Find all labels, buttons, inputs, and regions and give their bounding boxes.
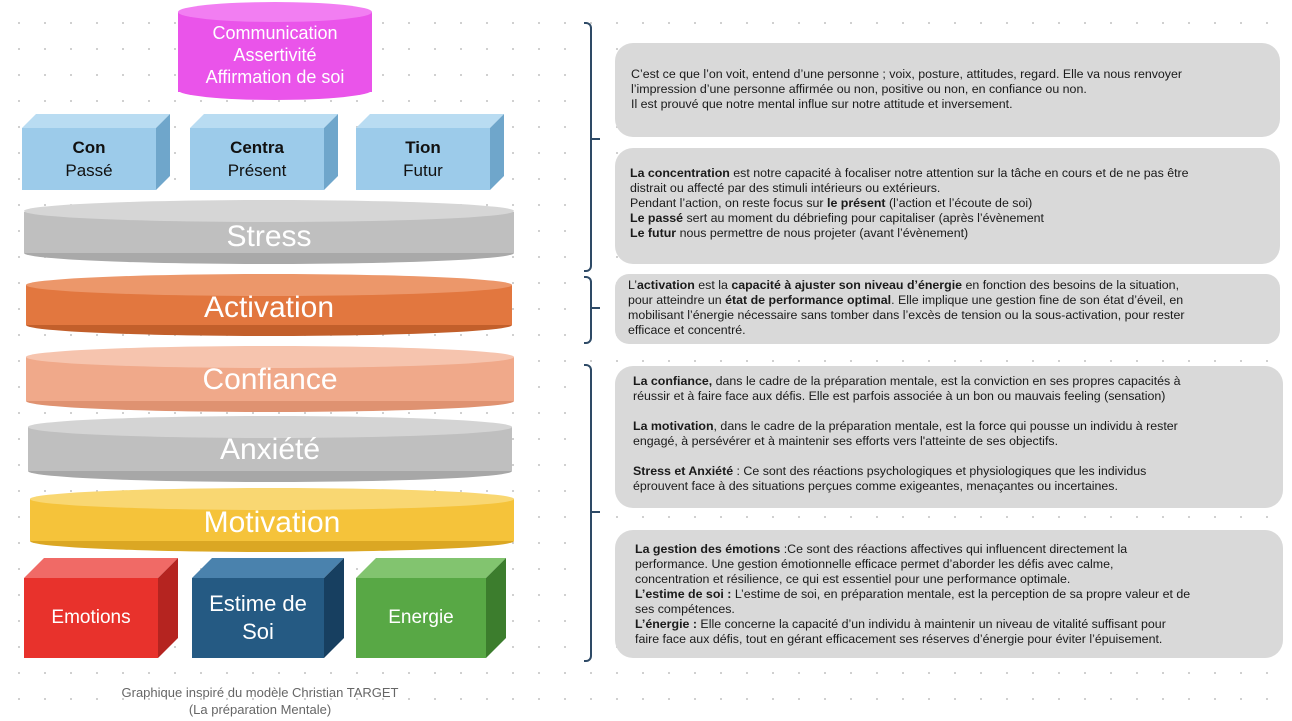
panel-attitude: C’est ce que l’on voit, entend d’une per… bbox=[615, 43, 1280, 137]
box-emotions-label: Emotions bbox=[51, 607, 131, 628]
cylinder-line-communication: Communication bbox=[212, 23, 338, 43]
panel-confiance-line-2: réussir et à faire face aux défis. Elle … bbox=[633, 389, 1166, 403]
caption-line-1: Graphique inspiré du modèle Christian TA… bbox=[121, 685, 399, 700]
box-centra: Centra Présent bbox=[190, 114, 338, 190]
bracket-top bbox=[584, 22, 600, 272]
disc-stress-label: Stress bbox=[226, 219, 312, 253]
box-tion-subtitle: Futur bbox=[403, 160, 443, 180]
caption-line-2: (La préparation Mentale) bbox=[188, 702, 332, 717]
cylinder-line-assertivite: Assertivité bbox=[233, 45, 317, 65]
box-estime-label: Estime de Soi bbox=[209, 591, 307, 644]
disc-anxiete-label: Anxiété bbox=[219, 433, 321, 466]
box-estime: Estime de Soi bbox=[192, 558, 344, 658]
panel-emotions-line-1: La gestion des émotions :Ce sont des réa… bbox=[635, 542, 1128, 556]
panel-activation: L’activation est la capacité à ajuster s… bbox=[615, 274, 1280, 344]
panel-emotions-line-3: concentration et résilience, ce qui est … bbox=[635, 572, 1071, 586]
panel-motivation-line-2: engagé, à persévérer et à maintenir ses … bbox=[633, 434, 1059, 448]
panel-energie-line-2: faire face aux défis, tout en gérant eff… bbox=[635, 632, 1163, 646]
panel-estime-line-1: L’estime de soi : L’estime de soi, en pr… bbox=[635, 587, 1191, 601]
box-energie-label: Energie bbox=[388, 607, 454, 628]
box-energie: Energie bbox=[356, 558, 506, 658]
disc-stress: Stress bbox=[24, 200, 514, 264]
panel-emotions-line-2: performance. Une gestion émotionnelle ef… bbox=[635, 557, 1114, 571]
panel-emotions: La gestion des émotions :Ce sont des réa… bbox=[615, 530, 1283, 658]
panel-estime-line-2: ses compétences. bbox=[635, 602, 735, 616]
panel-stress-line-2: éprouvent face à des situations perçues … bbox=[633, 479, 1118, 493]
panel-attitude-line-3: Il est prouvé que notre mental influe su… bbox=[631, 97, 1013, 111]
panel-activation-line-2: pour atteindre un état de performance op… bbox=[628, 293, 1184, 307]
disc-confiance: Confiance bbox=[26, 346, 514, 412]
panel-concentration-line-3: Pendant l’action, on reste focus sur le … bbox=[630, 196, 1033, 210]
diagram-caption: Graphique inspiré du modèle Christian TA… bbox=[60, 684, 460, 718]
box-con-title: Con bbox=[72, 137, 106, 157]
bracket-activation bbox=[584, 276, 600, 344]
bracket-bottom bbox=[584, 364, 600, 662]
disc-activation-label: Activation bbox=[203, 291, 335, 324]
cylinder-line-affirmation: Affirmation de soi bbox=[205, 67, 345, 87]
panel-attitude-line-1: C’est ce que l’on voit, entend d’une per… bbox=[631, 67, 1183, 81]
panel-motivation-line-1: La motivation, dans le cadre de la prépa… bbox=[633, 419, 1178, 433]
communication-cylinder: Communication Assertivité Affirmation de… bbox=[178, 2, 372, 100]
box-centra-title: Centra bbox=[230, 137, 284, 157]
disc-motivation: Motivation bbox=[30, 488, 514, 552]
panel-concentration-line-2: distrait ou affecté par des stimuli inté… bbox=[630, 181, 941, 195]
box-tion: Tion Futur bbox=[356, 114, 504, 190]
panel-attitude-line-2: l’impression d’une personne affirmée ou … bbox=[631, 82, 1087, 96]
box-emotions: Emotions bbox=[24, 558, 178, 658]
panel-energie-line-1: L’énergie : Elle concerne la capacité d’… bbox=[635, 617, 1166, 631]
panel-concentration: La concentration est notre capacité à fo… bbox=[615, 148, 1280, 264]
box-centra-subtitle: Présent bbox=[227, 160, 287, 180]
panel-activation-line-3: mobilisant l’énergie nécessaire sans tom… bbox=[628, 308, 1185, 322]
panel-confiance-line-1: La confiance, dans le cadre de la prépar… bbox=[633, 374, 1181, 388]
box-tion-title: Tion bbox=[405, 137, 441, 157]
panel-activation-line-1: L’activation est la capacité à ajuster s… bbox=[628, 278, 1180, 292]
disc-motivation-label: Motivation bbox=[203, 506, 341, 539]
panel-concentration-line-1: La concentration est notre capacité à fo… bbox=[630, 166, 1189, 180]
panel-stress-line-1: Stress et Anxiété : Ce sont des réaction… bbox=[633, 464, 1147, 478]
disc-anxiete: Anxiété bbox=[28, 416, 512, 482]
panel-confiance-motivation: La confiance, dans le cadre de la prépar… bbox=[615, 366, 1283, 508]
disc-confiance-label: Confiance bbox=[202, 363, 338, 396]
panel-concentration-line-5: Le futur nous permettre de nous projeter… bbox=[630, 226, 969, 240]
box-con-subtitle: Passé bbox=[65, 160, 113, 180]
box-con: Con Passé bbox=[22, 114, 170, 190]
disc-activation: Activation bbox=[26, 274, 512, 336]
panel-concentration-line-4: Le passé sert au moment du débriefing po… bbox=[630, 211, 1044, 225]
panel-activation-line-4: efficace et concentré. bbox=[628, 323, 746, 337]
